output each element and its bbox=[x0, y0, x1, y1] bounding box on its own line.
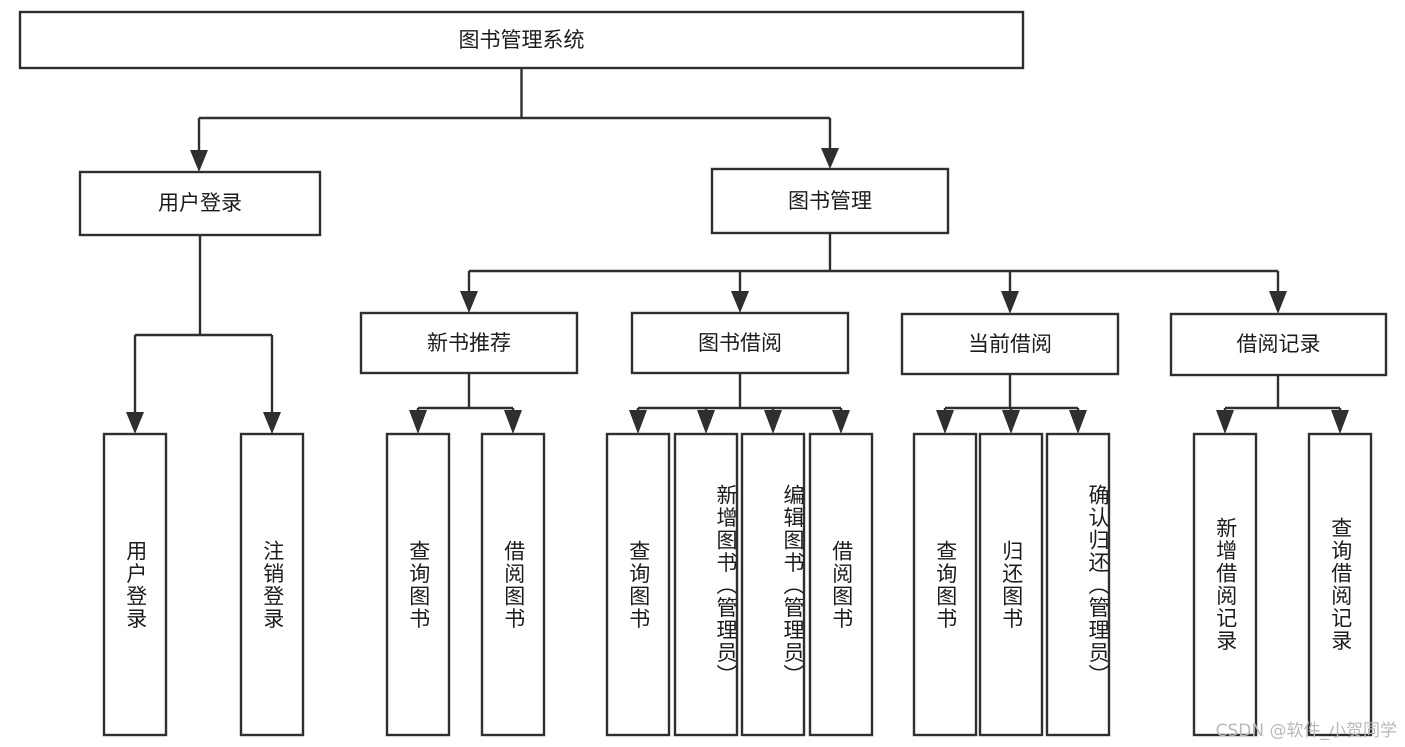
arrow-head-leaf-query-record bbox=[1331, 410, 1349, 434]
arrow-head-current-borrow bbox=[1001, 291, 1019, 314]
node-new-book-recommend-label: 新书推荐 bbox=[427, 331, 511, 355]
arrow-head-user-login bbox=[190, 150, 208, 172]
arrow-head-leaf-query-book-borrow bbox=[629, 410, 647, 434]
node-root-box[interactable] bbox=[18, 10, 1025, 70]
node-book-manage-box[interactable] bbox=[710, 167, 950, 235]
connectors-layer bbox=[126, 68, 1349, 434]
arrow-head-book-manage bbox=[821, 148, 839, 169]
node-leaf-query-book-rec-box[interactable] bbox=[385, 432, 451, 737]
node-leaf-add-book-box[interactable] bbox=[673, 432, 739, 737]
node-leaf-query-book-cur-box[interactable] bbox=[912, 432, 978, 737]
node-leaf-edit-book-box[interactable] bbox=[740, 432, 806, 737]
node-leaf-borrow-book-rec-box[interactable] bbox=[480, 432, 546, 737]
node-leaf-logout-box[interactable] bbox=[239, 432, 305, 737]
node-current-borrow-label: 当前借阅 bbox=[968, 332, 1052, 356]
node-user-login-box[interactable] bbox=[78, 170, 322, 237]
arrow-head-leaf-add-book bbox=[697, 410, 715, 434]
node-leaf-user-login-box[interactable] bbox=[102, 432, 168, 737]
arrow-head-leaf-user-login bbox=[126, 412, 144, 434]
node-current-borrow-box[interactable] bbox=[900, 312, 1120, 376]
node-root-label: 图书管理系统 bbox=[459, 28, 585, 52]
node-leaf-return-book-box[interactable] bbox=[978, 432, 1044, 737]
node-leaf-confirm-return-box[interactable] bbox=[1045, 432, 1111, 737]
node-borrow-record-label: 借阅记录 bbox=[1237, 332, 1321, 356]
node-leaf-query-record-box[interactable] bbox=[1307, 432, 1373, 737]
arrow-head-new-book-recommend bbox=[460, 291, 478, 313]
node-book-manage-label: 图书管理 bbox=[788, 189, 872, 213]
node-leaf-borrow-book-box[interactable] bbox=[808, 432, 874, 737]
arrow-head-leaf-borrow-book-rec bbox=[504, 410, 522, 434]
node-leaf-query-book-borrow-box[interactable] bbox=[605, 432, 671, 737]
node-leaf-add-record-box[interactable] bbox=[1192, 432, 1258, 737]
node-book-borrow-label: 图书借阅 bbox=[698, 331, 782, 355]
arrow-head-leaf-query-book-cur bbox=[936, 410, 954, 434]
watermark-text: CSDN @软件_小贺同学 bbox=[1215, 721, 1397, 741]
arrow-head-leaf-borrow-book bbox=[832, 410, 850, 434]
arrow-head-borrow-record bbox=[1269, 291, 1287, 314]
arrow-head-leaf-return-book bbox=[1002, 410, 1020, 434]
arrow-head-leaf-confirm-return bbox=[1069, 410, 1087, 434]
node-book-borrow-box[interactable] bbox=[630, 311, 850, 375]
arrow-head-leaf-logout bbox=[263, 412, 281, 434]
arrow-head-leaf-query-book-rec bbox=[409, 410, 427, 434]
node-new-book-recommend-box[interactable] bbox=[359, 311, 579, 375]
arrow-head-leaf-edit-book bbox=[764, 410, 782, 434]
node-borrow-record-box[interactable] bbox=[1169, 312, 1388, 377]
arrow-head-leaf-add-record bbox=[1216, 410, 1234, 434]
arrow-head-book-borrow bbox=[731, 291, 749, 313]
node-user-login-label: 用户登录 bbox=[158, 191, 242, 215]
nodes-layer: 图书管理系统 用户登录 图书管理 新书推荐 图书借阅 当前借阅 借阅记录 bbox=[18, 10, 1388, 737]
